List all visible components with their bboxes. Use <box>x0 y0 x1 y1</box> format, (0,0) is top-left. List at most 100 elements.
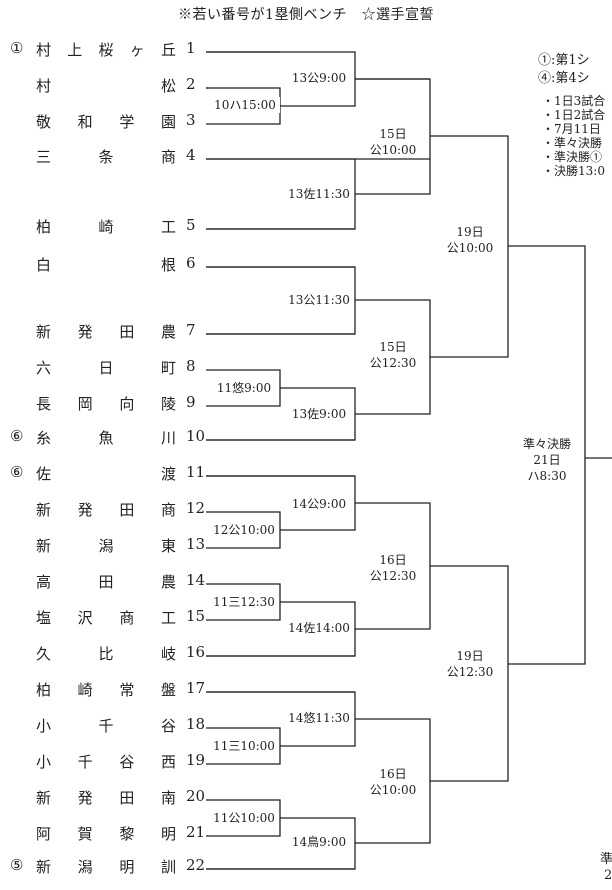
team-name: 三条商 <box>36 146 176 167</box>
match-time: 公10:00 <box>446 241 494 255</box>
schedule-note: ・準決勝① <box>542 150 603 164</box>
team-number: 13 <box>186 535 206 553</box>
team-name: 白根 <box>36 254 176 275</box>
team-name-char: 向 <box>119 395 135 413</box>
match-label: 14佐14:00 <box>285 620 353 636</box>
seed-mark: ⑥ <box>10 463 24 481</box>
quarterfinal-label: 準々決勝 21日 ハ8:30 <box>512 436 582 484</box>
team-name-char: 西 <box>160 753 176 771</box>
team-name-char: 久 <box>36 645 52 663</box>
team-name-char: 工 <box>160 218 176 236</box>
match-date: 16日 <box>379 767 407 781</box>
team-name-char: 商 <box>160 501 176 519</box>
team-name-char: 千 <box>98 717 114 735</box>
team-number: 12 <box>186 499 206 517</box>
match-label: 16日 公10:00 <box>360 766 426 798</box>
team-name-char: 三 <box>36 148 52 166</box>
team-name-char: 町 <box>160 359 176 377</box>
seed-note: ①:第1シ <box>538 53 590 68</box>
round-name: 準々決勝 <box>522 437 571 451</box>
match-label: 19日 公12:30 <box>436 648 504 680</box>
team-row: 六日町 8 <box>0 354 205 380</box>
match-time: 公12:30 <box>369 356 417 370</box>
team-name-char: 田 <box>119 323 135 341</box>
team-name: 阿賀黎明 <box>36 823 176 844</box>
match-label: 13公11:30 <box>285 292 353 308</box>
team-name-char: 糸 <box>36 429 52 447</box>
team-name-char: 松 <box>160 77 176 95</box>
team-name-char: 農 <box>160 323 176 341</box>
team-name: 新発田商 <box>36 499 176 520</box>
match-label: 15日 公10:00 <box>360 126 426 158</box>
team-name-char: 白 <box>36 256 52 274</box>
team-name-char: 常 <box>119 681 135 699</box>
team-name-char: 商 <box>119 609 135 627</box>
schedule-notes: ・1日3試合 ・1日2試合 ・7月11日 ・準々決勝 ・準決勝① ・決勝13:0 <box>542 94 605 178</box>
match-time: ハ8:30 <box>527 469 567 483</box>
team-name: 新発田南 <box>36 787 176 808</box>
team-name-char: 明 <box>160 825 176 843</box>
team-name: 六日町 <box>36 357 176 378</box>
match-label: 10ハ15:00 <box>210 97 280 113</box>
match-date: 19日 <box>456 649 484 663</box>
team-row: 村松 2 <box>0 72 205 98</box>
team-name-char: 丘 <box>160 41 176 59</box>
team-name-char: 根 <box>160 256 176 274</box>
team-name-char: 六 <box>36 359 52 377</box>
team-name-char: 新 <box>36 537 52 555</box>
team-name-char: 佐 <box>36 465 52 483</box>
match-date: 19日 <box>456 225 484 239</box>
seed-note: ④:第4シ <box>538 71 590 86</box>
team-number: 6 <box>186 254 196 272</box>
team-name: 糸魚川 <box>36 427 176 448</box>
team-name-char: 川 <box>160 429 176 447</box>
cut-label: 準 2 <box>600 852 612 884</box>
team-name: 新潟明訓 <box>36 856 176 877</box>
team-number: 1 <box>186 39 196 57</box>
team-name-char: 小 <box>36 753 52 771</box>
team-number: 2 <box>186 75 196 93</box>
match-label: 13佐9:00 <box>285 406 353 422</box>
team-row: 阿賀黎明 21 <box>0 820 205 846</box>
team-name: 小千谷西 <box>36 751 176 772</box>
seed-mark: ⑤ <box>10 856 24 874</box>
team-row: 小千谷西 19 <box>0 748 205 774</box>
team-name-char: 賀 <box>77 825 93 843</box>
team-name-char: 田 <box>98 573 114 591</box>
match-date: 21日 <box>533 453 561 467</box>
team-name-char: 発 <box>77 789 93 807</box>
team-name-char: ヶ <box>129 41 145 59</box>
team-number: 16 <box>186 643 206 661</box>
team-name-char: 和 <box>77 113 93 131</box>
team-name: 柏崎工 <box>36 216 176 237</box>
team-name-char: 柏 <box>36 218 52 236</box>
team-name-char: 田 <box>119 789 135 807</box>
team-name-char: 田 <box>119 501 135 519</box>
match-label: 11公10:00 <box>210 810 278 826</box>
team-number: 21 <box>186 823 206 841</box>
team-name: 塩沢商工 <box>36 607 176 628</box>
team-name: 柏崎常盤 <box>36 679 176 700</box>
team-number: 19 <box>186 751 206 769</box>
team-name: 敬和学園 <box>36 111 176 132</box>
team-number: 8 <box>186 357 196 375</box>
cut-text: 準 <box>600 852 612 867</box>
team-number: 10 <box>186 427 206 445</box>
team-name: 村松 <box>36 75 176 96</box>
team-name-char: 商 <box>160 148 176 166</box>
match-time: 公10:00 <box>369 143 417 157</box>
team-name-char: 新 <box>36 323 52 341</box>
match-date: 15日 <box>379 127 407 141</box>
